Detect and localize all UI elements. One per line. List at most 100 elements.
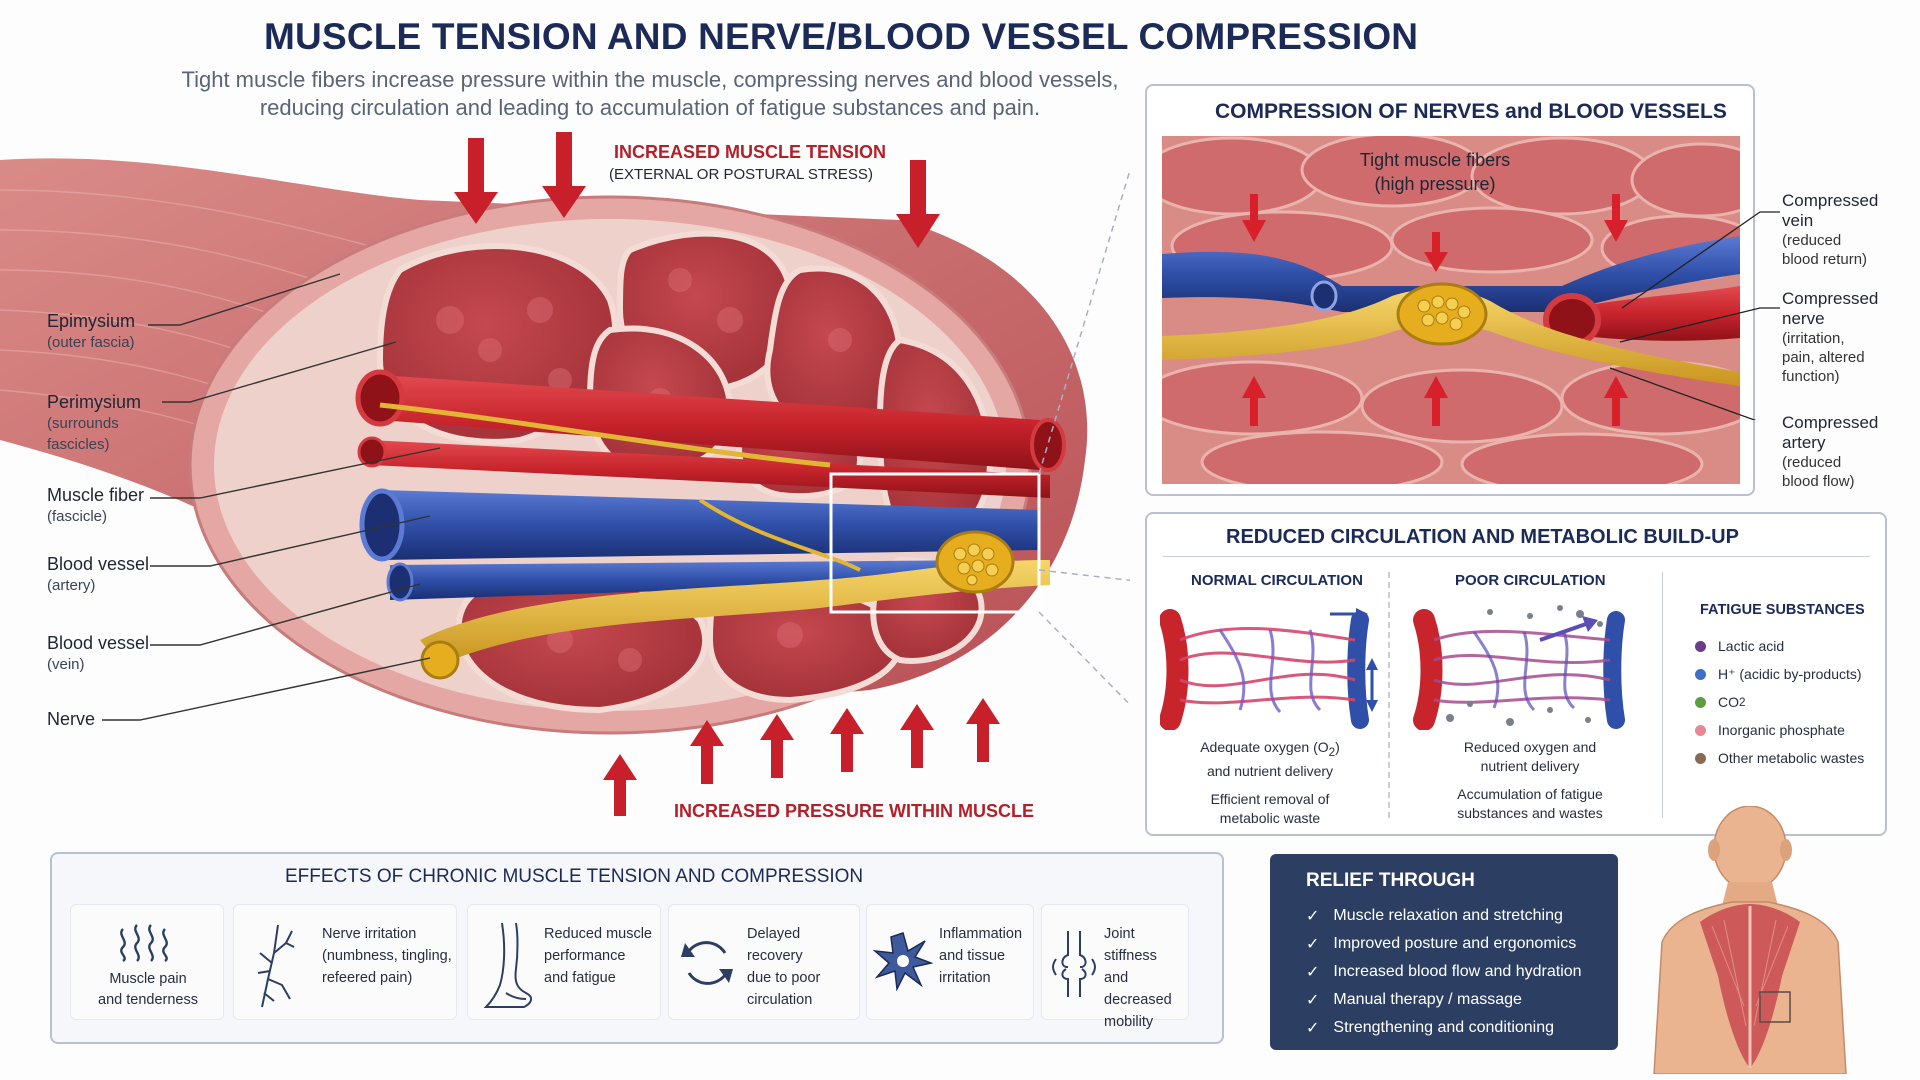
vein-small-lumen (386, 562, 414, 602)
effect-card-nerve: Nerve irritation (numbness, tingling, re… (233, 904, 457, 1020)
pressure-label: INCREASED PRESSURE WITHIN MUSCLE (674, 801, 1035, 821)
hydrogen-ion-dot (1695, 668, 1706, 680)
fatigue-col-divider (1662, 572, 1663, 818)
circulation-col-divider (1388, 572, 1390, 818)
effect-pain-text: Muscle pain and tenderness (98, 971, 198, 1008)
label-muscle-fiber: Muscle fiber (fascicle) (47, 485, 144, 527)
callout-leaders (1609, 211, 1780, 420)
normal-circulation-illustration (1160, 608, 1378, 730)
effect-card-pain: Muscle pain and tenderness (70, 904, 224, 1020)
relief-item: ✓Muscle relaxation and stretching (1306, 907, 1563, 925)
callout-nerve-sub1: (irritation, (1782, 330, 1845, 347)
label-perimysium-name: Perimysium (47, 392, 142, 412)
nerve-icon (257, 924, 295, 1008)
relief-item: ✓Manual therapy / massage (1306, 991, 1522, 1009)
normal-caption-line2: and nutrient delivery (1206, 762, 1334, 779)
leader-lines (102, 273, 441, 721)
effect-nerve-text: Nerve irritation (numbness, tingling, re… (322, 926, 452, 986)
relief-item: ✓Increased blood flow and hydration (1306, 963, 1582, 981)
page-subtitle: Tight muscle fibers increase pressure wi… (170, 66, 1130, 122)
down-arrow-icon (1604, 194, 1628, 242)
down-arrow-icon (454, 138, 498, 224)
label-epimysium: Epimysium (outer fascia) (47, 311, 135, 353)
label-artery: Blood vessel (artery) (47, 554, 149, 596)
up-arrow-icon (1242, 376, 1266, 426)
label-epimysium-name: Epimysium (47, 311, 136, 331)
check-icon: ✓ (1306, 936, 1320, 953)
ear (1708, 839, 1720, 861)
closeup-pressure-arrows (1242, 194, 1628, 426)
callout-nerve-line1: Compressed (1782, 289, 1879, 308)
callout-compressed-vein: Compressed vein (reduced blood return) (1782, 191, 1878, 269)
compression-panel-title: COMPRESSION OF NERVES and BLOOD VESSELS (1215, 100, 1727, 123)
up-arrow-icon (1604, 376, 1628, 426)
page-title: MUSCLE TENSION AND NERVE/BLOOD VESSEL CO… (264, 16, 1419, 57)
normal-caption-line3: Efficient removal of (1210, 790, 1330, 807)
effect-inflammation-text: Inflammation and tissue irritation (939, 926, 1023, 986)
label-vein: Blood vessel (vein) (47, 633, 149, 675)
tension-sublabel: (EXTERNAL OR POSTURAL STRESS) (609, 166, 873, 183)
poor-caption-line3: Accumulation of fatigue (1457, 786, 1603, 802)
relief-item: ✓Strengthening and conditioning (1306, 1019, 1555, 1037)
down-arrow-icon (542, 132, 586, 218)
poor-caption-line1: Reduced oxygen and (1463, 739, 1597, 755)
closeup-fibers (1162, 136, 1740, 484)
relief-box: RELIEF THROUGH ✓Muscle relaxation and st… (1270, 854, 1618, 1050)
ear (1780, 839, 1792, 861)
fatigue-item: Inorganic phosphate (1695, 716, 1885, 744)
tight-fibers-label: Tight muscle fibers (high pressure) (1290, 148, 1580, 196)
zoom-line-mid (1038, 569, 1130, 582)
artery-small-lumen (357, 436, 387, 468)
head (1713, 806, 1787, 891)
vein-lumen (359, 488, 405, 562)
callout-vein-line1: Compressed (1782, 191, 1879, 210)
up-arrow-icon (830, 708, 864, 772)
other-wastes-dot (1695, 752, 1706, 764)
nerve-bundle (379, 402, 1050, 680)
callout-artery-sub2: blood flow) (1782, 473, 1855, 490)
label-artery-name: Blood vessel (47, 554, 150, 574)
tension-arrows (454, 132, 940, 248)
focus-area-box (1759, 991, 1791, 1023)
compressed-vein (1162, 236, 1740, 312)
up-arrow-icon (690, 720, 724, 784)
circulation-title-divider (1163, 556, 1870, 557)
effects-panel-title: EFFECTS OF CHRONIC MUSCLE TENSION AND CO… (285, 866, 864, 887)
label-perimysium-sub1: (surrounds (47, 415, 119, 432)
callout-artery-sub1: (reduced (1782, 454, 1842, 471)
fatigue-substances-heading: FATIGUE SUBSTANCES (1700, 602, 1865, 618)
fatigue-item: H⁺ (acidic by-products) (1695, 660, 1885, 688)
label-vein-name: Blood vessel (47, 633, 150, 653)
check-icon: ✓ (1306, 908, 1320, 925)
poor-caption-line4: substances and wastes (1457, 805, 1603, 821)
subtitle-line-1: Tight muscle fibers increase pressure wi… (181, 67, 1119, 92)
up-arrow-icon (1424, 376, 1448, 426)
zoom-highlight-box (829, 472, 1041, 614)
poor-caption-line2: nutrient delivery (1480, 758, 1580, 774)
effect-joint-text: Joint stiffness and decreased mobility (1104, 926, 1172, 1030)
up-arrow-icon (603, 754, 637, 816)
leg-icon (483, 922, 532, 1008)
phosphate-dot (1695, 724, 1706, 736)
waste-particles (1446, 605, 1603, 726)
label-vein-sub: (vein) (47, 656, 85, 673)
check-icon: ✓ (1306, 964, 1320, 981)
label-nerve: Nerve (47, 709, 96, 729)
subtitle-line-2: reducing circulation and leading to accu… (259, 95, 1041, 120)
label-muscle-fiber-sub: (fascicle) (47, 508, 108, 525)
normal-circulation-heading: NORMAL CIRCULATION (1191, 572, 1363, 589)
normal-caption-line4: metabolic waste (1219, 809, 1321, 826)
effect-recovery-text: Delayed recovery due to poor circulation (747, 926, 821, 1008)
down-arrow-icon (896, 160, 940, 248)
back-figure-illustration (1653, 806, 1847, 1074)
nerve-branch (698, 498, 861, 572)
relief-item: ✓Improved posture and ergonomics (1306, 935, 1577, 953)
cycle-arrows-icon (681, 941, 733, 985)
vein-bundle (359, 488, 1040, 602)
callout-vein-line2: vein (1782, 211, 1814, 230)
label-artery-sub: (artery) (47, 577, 96, 594)
callout-compressed-artery: Compressed artery (reduced blood flow) (1782, 413, 1878, 491)
tight-fibers-line2: (high pressure) (1374, 174, 1496, 194)
